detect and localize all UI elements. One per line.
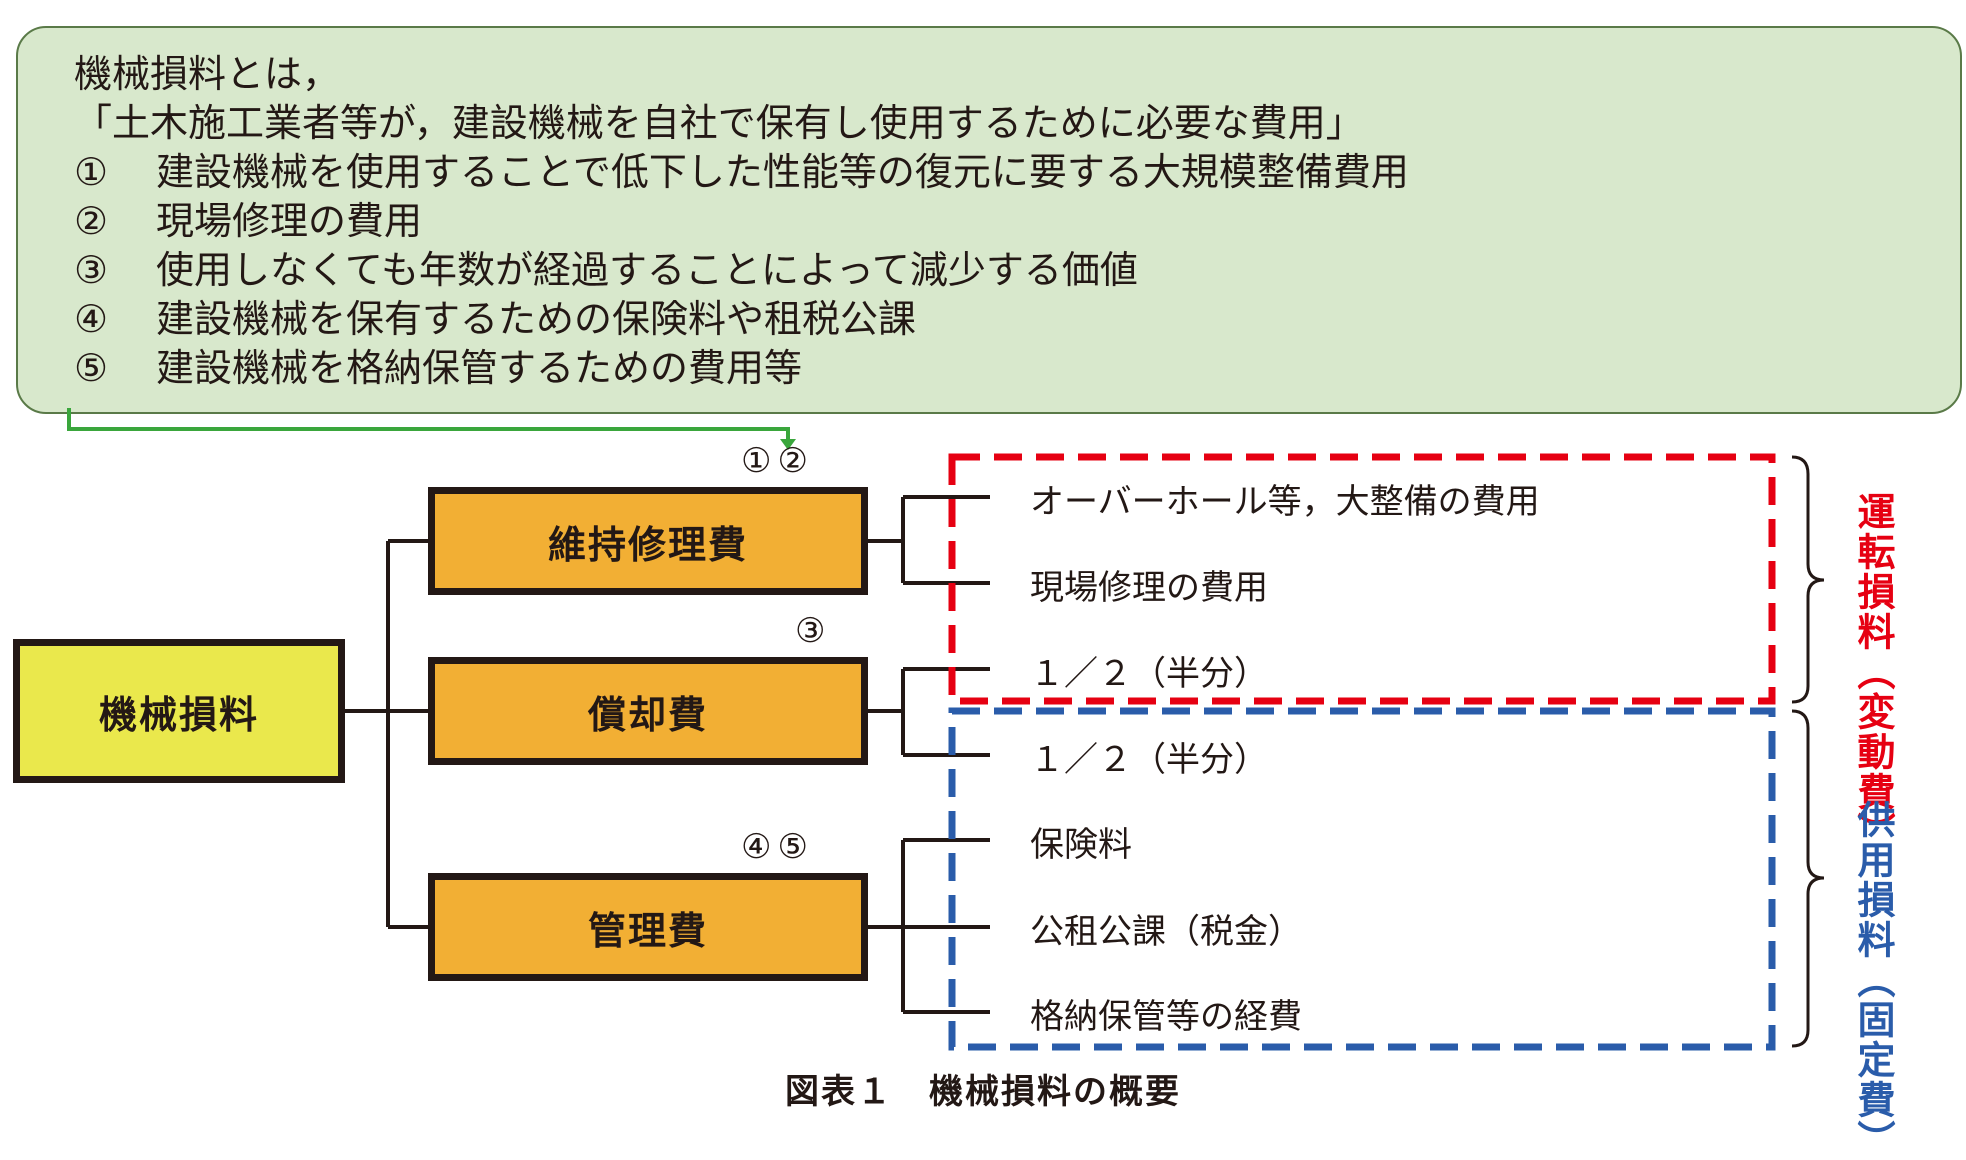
definition-summary: 「土木施工業者等が，建設機械を自社で保有し使用するために必要な費用」 bbox=[74, 101, 1364, 145]
category-markers: ④⑤ bbox=[741, 827, 814, 867]
root-node: 機械損料 bbox=[13, 639, 345, 783]
definition-box: 機械損料とは， 「土木施工業者等が，建設機械を自社で保有し使用するために必要な費… bbox=[16, 26, 1962, 414]
definition-item: ④ 建設機械を保有するための保険料や租税公課 bbox=[74, 295, 1409, 344]
category-branches bbox=[868, 495, 990, 1014]
category-management: 管理費 bbox=[428, 873, 868, 981]
variable-cost-frame bbox=[948, 453, 1776, 705]
tree-connectors bbox=[67, 408, 1825, 1051]
cost-item: 格納保管等の経費 bbox=[1030, 997, 1302, 1037]
definition-item: ③ 使用しなくても年数が経過することによって減少する価値 bbox=[74, 246, 1409, 295]
item-number: ② bbox=[74, 199, 109, 243]
item-number: ③ bbox=[74, 248, 109, 292]
category-markers: ①② bbox=[741, 441, 814, 481]
definition-item: ② 現場修理の費用 bbox=[74, 197, 1409, 246]
cost-item: オーバーホール等，大整備の費用 bbox=[1030, 482, 1540, 522]
definition-item: ⑤ 建設機械を格納保管するための費用等 bbox=[74, 344, 1409, 393]
fixed-cost-frame bbox=[948, 707, 1776, 1051]
item-text: 建設機械を使用することで低下した性能等の復元に要する大規模整備費用 bbox=[156, 150, 1409, 194]
cost-item: １／２（半分） bbox=[1030, 740, 1268, 780]
figure-caption: 図表１ 機械損料の概要 bbox=[785, 1072, 1181, 1112]
variable-cost-label: 運転損料（変動費） bbox=[1851, 492, 1895, 852]
fixed-cost-label: 供用損料（固定費） bbox=[1851, 800, 1895, 1160]
item-number: ④ bbox=[74, 297, 109, 341]
root-branches bbox=[345, 539, 428, 929]
definition-arrow bbox=[67, 408, 796, 450]
definition-text: 機械損料とは， 「土木施工業者等が，建設機械を自社で保有し使用するために必要な費… bbox=[74, 50, 1409, 393]
arrow-line bbox=[67, 408, 790, 440]
definition-item: ① 建設機械を使用することで低下した性能等の復元に要する大規模整備費用 bbox=[74, 148, 1409, 197]
item-number: ⑤ bbox=[74, 346, 109, 390]
item-number: ① bbox=[74, 150, 109, 194]
item-text: 建設機械を格納保管するための費用等 bbox=[156, 346, 803, 390]
cost-item: １／２（半分） bbox=[1030, 654, 1268, 694]
category-markers: ③ bbox=[795, 611, 832, 651]
item-text: 現場修理の費用 bbox=[156, 199, 423, 243]
item-text: 使用しなくても年数が経過することによって減少する価値 bbox=[156, 248, 1138, 292]
cost-item: 保険料 bbox=[1030, 825, 1132, 865]
variable-cost-brace bbox=[1791, 455, 1825, 704]
category-depreciation: 償却費 bbox=[428, 657, 868, 765]
definition-intro: 機械損料とは， bbox=[74, 52, 341, 96]
category-maintenance: 維持修理費 bbox=[428, 487, 868, 595]
cost-item: 現場修理の費用 bbox=[1030, 568, 1268, 608]
arrow-head bbox=[780, 439, 796, 450]
fixed-cost-brace bbox=[1791, 709, 1825, 1048]
cost-item: 公租公課（税金） bbox=[1030, 912, 1302, 952]
item-text: 建設機械を保有するための保険料や租税公課 bbox=[156, 297, 917, 341]
